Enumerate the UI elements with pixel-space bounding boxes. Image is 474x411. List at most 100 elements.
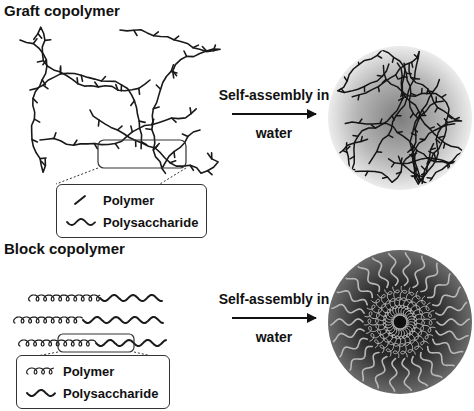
- section-title: Graft copolymer: [4, 2, 120, 19]
- block-chains: [14, 295, 166, 346]
- chain-stroke: [436, 331, 470, 340]
- chain-stroke: [131, 126, 132, 132]
- chain-stroke: [342, 165, 346, 168]
- legend-sample: [25, 386, 57, 400]
- chain-stroke: [464, 150, 469, 152]
- chain-stroke: [38, 61, 44, 62]
- chain-stroke: [146, 128, 152, 130]
- chain-stroke: [357, 265, 379, 291]
- legend-text: Polysaccharide: [103, 215, 198, 230]
- chain-stroke: [410, 80, 443, 183]
- legend-text: Polysaccharide: [63, 386, 158, 401]
- chain-stroke: [421, 353, 443, 379]
- chain-stroke: [403, 251, 410, 285]
- chain-stroke: [372, 257, 388, 288]
- chain-stroke: [182, 134, 188, 136]
- chain-stroke: [330, 305, 364, 314]
- chain-stroke: [83, 317, 163, 323]
- process-arrow: [232, 317, 316, 319]
- chain-stroke: [120, 30, 220, 78]
- chain-stroke: [34, 119, 39, 122]
- chain-stroke: [385, 290, 400, 316]
- chain-stroke: [43, 85, 48, 89]
- chain-stroke: [376, 357, 387, 390]
- chain-stroke: [208, 171, 213, 175]
- section-title: Block copolymer: [4, 240, 125, 257]
- chain-stroke: [340, 176, 344, 179]
- graft-chains: [20, 27, 220, 175]
- chain-stroke: [412, 357, 428, 388]
- chain-stroke: [370, 323, 394, 341]
- zoom-line: [160, 168, 186, 184]
- chain-stroke: [336, 291, 367, 305]
- chain-stroke: [38, 34, 42, 39]
- chain-stroke: [389, 252, 398, 285]
- chain-stroke: [428, 273, 452, 298]
- process-arrow: [232, 113, 316, 115]
- chain-stroke: [115, 144, 119, 149]
- chain-stroke: [45, 39, 51, 41]
- chain-stroke: [67, 219, 95, 225]
- block-micelle: [328, 250, 472, 394]
- micelle-chains: [329, 251, 471, 393]
- chain-stroke: [400, 328, 415, 354]
- chain-stroke: [332, 329, 364, 342]
- legend-row: Polymer: [65, 189, 198, 211]
- chain-stroke: [345, 172, 347, 177]
- chain-stroke: [407, 311, 434, 323]
- chain-stroke: [337, 63, 405, 181]
- chain-stroke: [406, 303, 430, 321]
- chain-stroke: [139, 121, 145, 122]
- chain-stroke: [377, 55, 381, 58]
- chain-stroke: [435, 108, 437, 112]
- sample-stroke: [27, 368, 54, 374]
- chain-stroke: [118, 126, 123, 130]
- chain-stroke: [437, 319, 471, 325]
- chain-stroke: [329, 319, 363, 325]
- chain-stroke: [90, 110, 218, 173]
- chain-stroke: [27, 390, 55, 396]
- sample-stroke: [75, 196, 85, 204]
- chain-stroke: [433, 339, 464, 353]
- legend-sample: [65, 215, 97, 229]
- chain-stroke: [29, 295, 100, 301]
- legend-box: PolymerPolysaccharide: [56, 184, 207, 238]
- sample-stroke: [67, 219, 95, 225]
- chain-stroke: [349, 347, 373, 372]
- graft-micelle: [328, 46, 472, 190]
- chain-stroke: [402, 359, 411, 392]
- legend-row: Polysaccharide: [65, 211, 198, 233]
- chain-stroke: [171, 71, 177, 73]
- chain-stroke: [14, 317, 83, 323]
- chain-stroke: [162, 169, 166, 174]
- legend-box: PolymerPolysaccharide: [16, 355, 170, 409]
- chain-stroke: [54, 133, 56, 139]
- chain-stroke: [344, 176, 349, 178]
- zoom-line: [56, 168, 98, 184]
- chain-stroke: [155, 144, 159, 149]
- process-label: Self-assembly in water: [218, 76, 330, 152]
- legend-text: Polymer: [103, 193, 154, 208]
- chain-stroke: [338, 50, 419, 118]
- chain-stroke: [433, 287, 462, 306]
- legend-sample: [25, 364, 57, 378]
- chain-stroke: [338, 338, 367, 357]
- chain-stroke: [134, 30, 137, 35]
- legend-row: Polysaccharide: [25, 382, 161, 404]
- chain-stroke: [100, 295, 162, 301]
- micelle-chains: [334, 50, 468, 184]
- chain-stroke: [184, 51, 187, 56]
- chain-stroke: [96, 340, 166, 346]
- chain-stroke: [350, 169, 355, 170]
- chain-stroke: [382, 79, 386, 83]
- legend-sample: [65, 193, 97, 207]
- chain-stroke: [75, 196, 85, 204]
- zoom-box: [98, 140, 186, 168]
- chain-stroke: [19, 340, 96, 346]
- legend-row: Polymer: [25, 360, 161, 382]
- zoom-box: [58, 334, 134, 352]
- chain-stroke: [152, 65, 200, 169]
- legend-text: Polymer: [63, 364, 114, 379]
- sample-stroke: [27, 390, 55, 396]
- chain-stroke: [34, 27, 150, 90]
